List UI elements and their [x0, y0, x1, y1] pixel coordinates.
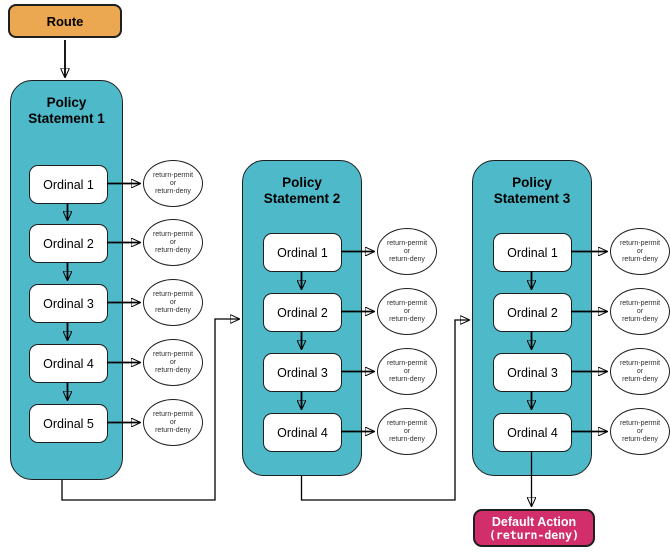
ps1-ordinal-3: Ordinal 3	[29, 284, 108, 323]
ps3-ordinal-4: Ordinal 4	[493, 413, 572, 452]
ps2-outcome-3: return-permit or return-deny	[377, 348, 437, 395]
default-action-title: Default Action	[491, 514, 577, 529]
policy-statement-3-title: Policy Statement 3	[493, 175, 571, 206]
ps2-outcome-2: return-permit or return-deny	[377, 288, 437, 335]
ps3-ordinal-3: Ordinal 3	[493, 353, 572, 392]
ps2-ordinal-2: Ordinal 2	[263, 293, 342, 332]
ps3-outcome-4: return-permit or return-deny	[610, 408, 670, 455]
policy-statement-2-title: Policy Statement 2	[263, 175, 341, 206]
ps1-ordinal-5: Ordinal 5	[29, 404, 108, 443]
ps1-ordinal-4: Ordinal 4	[29, 344, 108, 383]
policy-statement-2: Policy Statement 2 Ordinal 1 Ordinal 2 O…	[242, 160, 362, 476]
ps2-outcome-4: return-permit or return-deny	[377, 408, 437, 455]
default-action-node: Default Action (return-deny)	[473, 509, 595, 547]
ps1-ordinal-2: Ordinal 2	[29, 224, 108, 263]
ps2-outcome-1: return-permit or return-deny	[377, 228, 437, 275]
ps2-ordinal-1: Ordinal 1	[263, 233, 342, 272]
ps3-outcome-3: return-permit or return-deny	[610, 348, 670, 395]
policy-statement-1-title: Policy Statement 1	[28, 95, 105, 126]
ps2-ordinal-3: Ordinal 3	[263, 353, 342, 392]
route-node: Route	[8, 4, 122, 38]
ps3-outcome-2: return-permit or return-deny	[610, 288, 670, 335]
ps1-outcome-5: return-permit or return-deny	[143, 399, 203, 446]
default-action-subtitle: (return-deny)	[488, 527, 579, 542]
ps1-ordinal-1: Ordinal 1	[29, 165, 108, 204]
ps1-outcome-1: return-permit or return-deny	[143, 160, 203, 207]
ps1-outcome-2: return-permit or return-deny	[143, 219, 203, 266]
ps3-ordinal-2: Ordinal 2	[493, 293, 572, 332]
policy-statement-1: Policy Statement 1 Ordinal 1 Ordinal 2 O…	[10, 80, 123, 480]
ps1-outcome-3: return-permit or return-deny	[143, 279, 203, 326]
route-label: Route	[46, 13, 84, 29]
ps3-ordinal-1: Ordinal 1	[493, 233, 572, 272]
policy-statement-3: Policy Statement 3 Ordinal 1 Ordinal 2 O…	[472, 160, 592, 476]
ps2-ordinal-4: Ordinal 4	[263, 413, 342, 452]
ps3-outcome-1: return-permit or return-deny	[610, 228, 670, 275]
ps1-outcome-4: return-permit or return-deny	[143, 339, 203, 386]
